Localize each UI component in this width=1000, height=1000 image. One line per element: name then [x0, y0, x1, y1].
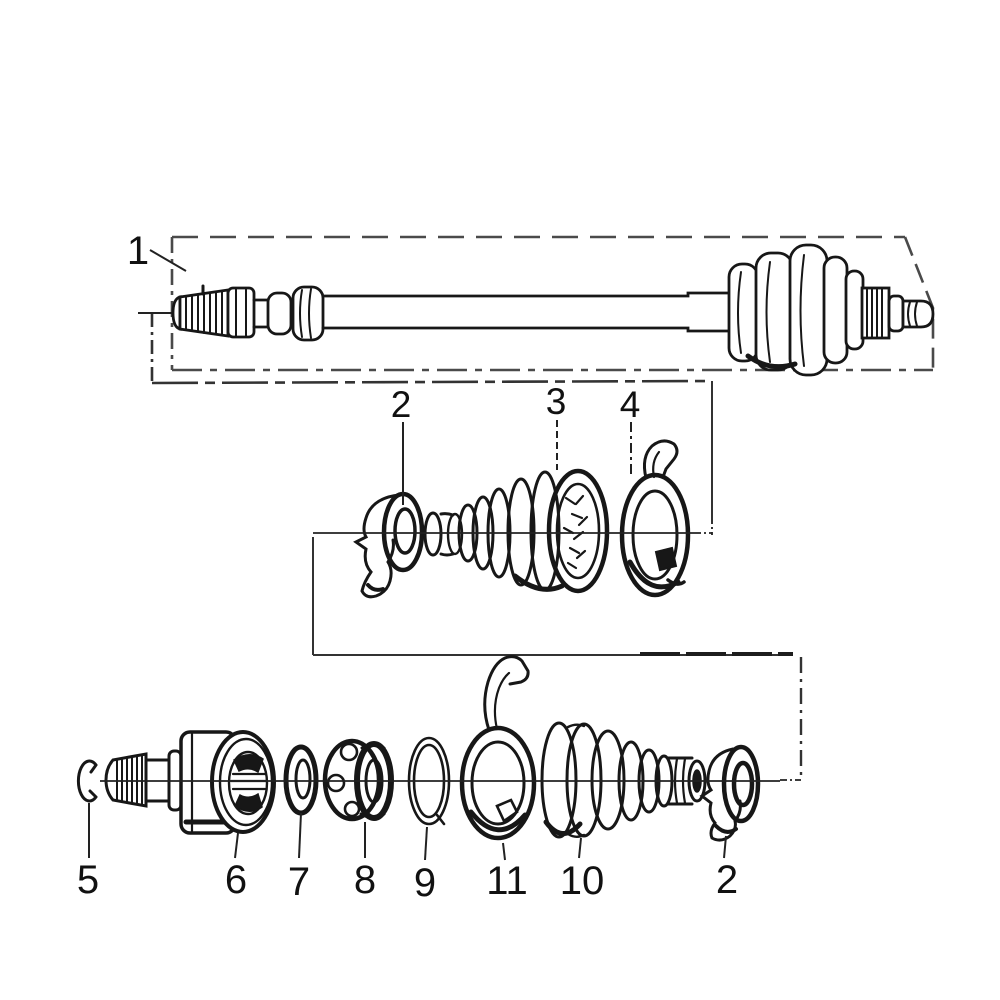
- bore-dark-top: [233, 754, 264, 774]
- stub-tip: [901, 299, 935, 329]
- outer-joint-ring-2: [844, 269, 865, 351]
- leader-10: [578, 837, 582, 859]
- spider-disc: [322, 738, 382, 822]
- bottom-explosion: [76, 655, 761, 842]
- boot-band-small-inner: [699, 744, 761, 842]
- band-body: [353, 493, 401, 599]
- outer-boot-pleat-3: [788, 243, 829, 377]
- callout-2-bottom: 2: [716, 858, 738, 902]
- callout-11: 11: [486, 859, 528, 903]
- bracket-line-upper: [151, 379, 713, 385]
- outer-boot-pleat-2: [754, 251, 795, 372]
- band4-shade: [627, 559, 681, 590]
- inner-joint-housing: [179, 730, 276, 835]
- boot-band-small-outer: [353, 491, 425, 599]
- leader-7: [298, 812, 302, 859]
- band11-shade: [468, 809, 528, 833]
- callout-2-mid: 2: [391, 384, 412, 425]
- shaft-left-spline-hatch: [185, 290, 223, 336]
- band-ring-inner: [393, 507, 417, 555]
- band4-strap: [643, 439, 679, 480]
- band11-inner: [470, 740, 526, 826]
- band2b-ring-outer: [721, 744, 761, 824]
- bore-dark-bottom: [234, 792, 263, 812]
- band4-inner: [631, 489, 679, 581]
- callout-4: 4: [620, 384, 641, 425]
- band4-notch: [654, 546, 678, 572]
- outer-boot-shading: [745, 353, 798, 370]
- callout-labels: 1 2 3 4 5 6 7 8 9 11 10 2: [77, 229, 738, 905]
- cv-boot-outer: [423, 468, 610, 594]
- boot-big-end-inner: [555, 482, 601, 580]
- cv-boot-inner: [540, 721, 707, 839]
- reference-frame: [138, 235, 935, 778]
- boot-band-large-outer: [619, 439, 691, 598]
- shaft-left-collar: [226, 286, 256, 339]
- leader-1: [149, 249, 187, 272]
- band11-strap: [483, 655, 530, 732]
- band2b-ring-inner: [731, 760, 755, 808]
- stub-spline-hatch: [866, 288, 883, 338]
- leader-11: [502, 842, 506, 861]
- shaft-long: [321, 291, 735, 333]
- callout-7: 7: [288, 860, 310, 904]
- callout-8: 8: [354, 858, 376, 902]
- band11-hook: [495, 798, 519, 823]
- boot-big-end-outer: [546, 468, 610, 594]
- leader-lines: [88, 249, 727, 861]
- middle-explosion: [353, 439, 691, 599]
- spider-bearing-assembly: [322, 738, 394, 822]
- band2b-body: [699, 747, 742, 842]
- callout-6: 6: [225, 858, 247, 902]
- snap-ring: [283, 744, 319, 816]
- damper-ring-1: [266, 291, 293, 336]
- shaft-left-cap: [171, 295, 182, 331]
- leader-2-bottom: [723, 835, 727, 859]
- callout-3: 3: [546, 381, 567, 422]
- outer-boot-pleat-1: [727, 262, 760, 363]
- callout-5: 5: [77, 858, 99, 902]
- drive-shaft-assembly: [171, 243, 935, 377]
- band-tail-shade: [366, 583, 385, 592]
- callout-9: 9: [414, 861, 436, 905]
- callout-1: 1: [127, 229, 149, 273]
- boot10-shade: [543, 819, 583, 836]
- center-lines: [100, 532, 801, 782]
- shaft-segment-a: [252, 298, 270, 329]
- boot-band-large-inner: [459, 655, 537, 841]
- leader-6: [234, 832, 239, 859]
- band11-outer: [459, 725, 537, 841]
- outer-joint-ring-1: [822, 255, 849, 365]
- boot-shade-bottom: [512, 573, 565, 592]
- boot-spline-hatch: [562, 494, 589, 570]
- leader-9: [424, 826, 428, 861]
- circlip: [76, 759, 98, 803]
- band4-outer: [619, 472, 691, 598]
- stub-groove-ring: [887, 294, 905, 333]
- band2b-shade: [714, 824, 738, 834]
- callout-10: 10: [560, 859, 605, 903]
